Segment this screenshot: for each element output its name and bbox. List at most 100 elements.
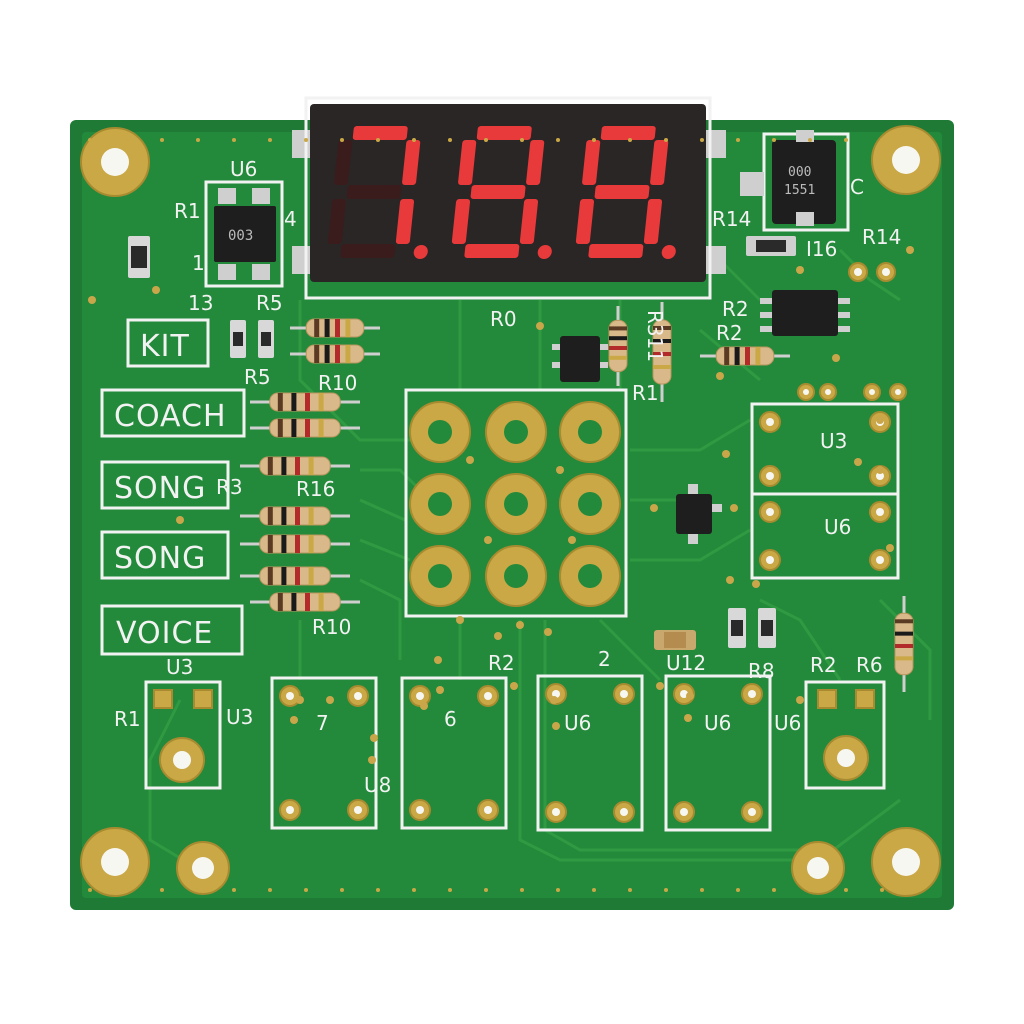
via (466, 456, 474, 464)
matrix-pad (559, 545, 621, 607)
label-box-song-1 (100, 460, 230, 510)
matrix-pad (409, 473, 471, 535)
silk-thirteen: 13 (188, 291, 213, 315)
segment-d (340, 244, 396, 258)
edge-via (772, 138, 776, 142)
label-voice: VOICE (116, 616, 213, 651)
ic-footprint (664, 674, 772, 832)
edge-via (520, 138, 524, 142)
via (550, 696, 558, 704)
resistor (250, 392, 360, 412)
silk-six: 6 (444, 707, 457, 731)
resistor (290, 344, 380, 364)
ic-footprint (270, 676, 378, 830)
ic-footprint (750, 402, 900, 496)
mounting-hole-top-left (80, 127, 150, 197)
silk-r2-a: R2 (722, 297, 749, 321)
segment-f (334, 140, 353, 185)
via (906, 246, 914, 254)
silk-r14-right: R14 (862, 225, 901, 249)
edge-via (376, 138, 380, 142)
silk-r10-top: R10 (318, 371, 357, 395)
via (796, 266, 804, 274)
via (510, 682, 518, 690)
via (686, 692, 694, 700)
edge-via (592, 888, 596, 892)
via (568, 536, 576, 544)
silk-u6-c: U6 (774, 711, 801, 735)
matrix-pad (485, 545, 547, 607)
segment-c (519, 199, 539, 244)
edge-via (880, 138, 884, 142)
resistor (240, 456, 350, 476)
silk-u8: U8 (364, 773, 391, 797)
silk-r2-b: R2 (716, 321, 743, 345)
edge-via (160, 138, 164, 142)
silk-two: 2 (598, 647, 611, 671)
mounting-hole-bottom-right-2 (791, 841, 845, 895)
silkscreen-labels: U6 R1 4 1 13 R5 R5 R10 R3 R16 R10 R0 R31… (114, 157, 901, 797)
silk-r3: R3 (216, 475, 243, 499)
edge-via (844, 138, 848, 142)
mounting-hole-bottom-left (80, 827, 150, 897)
via (726, 576, 734, 584)
segment-a (476, 126, 532, 140)
segment-e (451, 199, 471, 244)
edge-via (304, 888, 308, 892)
edge-via (628, 138, 632, 142)
resistor (608, 306, 628, 386)
silk-u3-right: U3 (820, 429, 847, 453)
edge-via (772, 888, 776, 892)
silk-r2-right: R2 (810, 653, 837, 677)
via (722, 450, 730, 458)
soic-ic-r2 (760, 290, 850, 336)
segment-e (575, 199, 595, 244)
display-frame (304, 96, 712, 300)
decimal-point (537, 245, 552, 259)
via (290, 716, 298, 724)
display-digit-2 (451, 126, 552, 259)
silk-u6-b: U6 (704, 711, 731, 735)
ic-top-left: 003 (204, 180, 284, 288)
silk-i16: I16 (806, 237, 837, 261)
resistor (894, 596, 914, 692)
via (656, 682, 664, 690)
label-song-2: SONG (114, 541, 206, 576)
edge-via (808, 888, 812, 892)
edge-via (340, 138, 344, 142)
edge-via (844, 888, 848, 892)
via (420, 702, 428, 710)
matrix-pad (559, 473, 621, 535)
silk-u3-bottom2: U3 (226, 705, 253, 729)
segment-d (464, 244, 520, 258)
silk-r2-mid: R2 (488, 651, 515, 675)
edge-via (124, 138, 128, 142)
segment-a (600, 126, 656, 140)
edge-via (880, 888, 884, 892)
matrix-pad (559, 401, 621, 463)
segment-g (470, 185, 526, 199)
silk-one-left: 1 (192, 251, 205, 275)
label-song-1: SONG (114, 471, 206, 506)
via (752, 580, 760, 588)
via (854, 458, 862, 466)
edge-via (448, 138, 452, 142)
silk-r10-bottom: R10 (312, 615, 351, 639)
segment-g (346, 185, 402, 199)
via (370, 734, 378, 742)
header-pads (797, 262, 907, 401)
edge-via (268, 888, 272, 892)
segment-e (327, 199, 347, 244)
segment-f (582, 140, 601, 185)
edge-via (556, 138, 560, 142)
edge-via (376, 888, 380, 892)
ic-footprint (750, 492, 900, 580)
mounting-hole-bottom-right (871, 827, 941, 897)
label-box-coach (100, 388, 246, 438)
vias (88, 138, 920, 892)
silk-seven: 7 (316, 711, 329, 735)
mounting-hole-bottom-left-2 (176, 841, 230, 895)
edge-via (412, 138, 416, 142)
